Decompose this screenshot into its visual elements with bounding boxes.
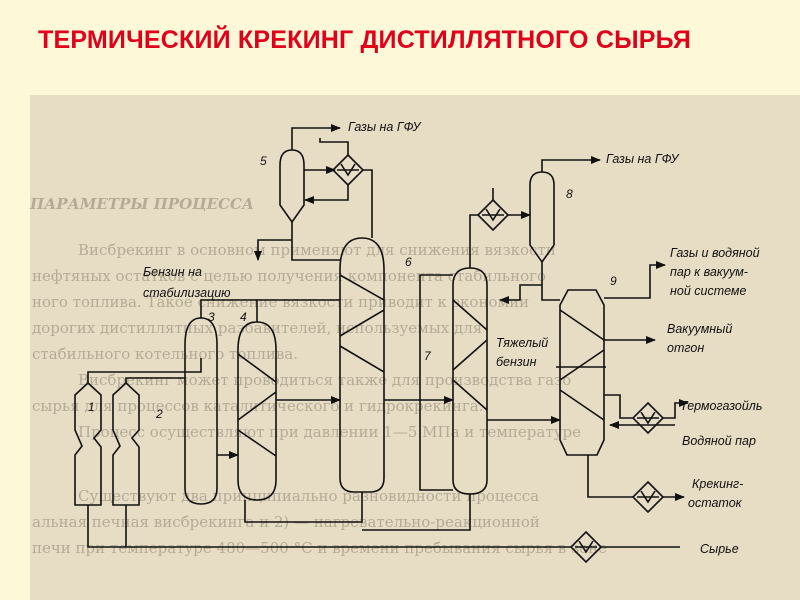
heat-exchanger-gasoil [631, 401, 665, 435]
ghost-text-line: стабильного котельного топлива. [32, 345, 299, 363]
unit-number-8: 8 [566, 187, 573, 201]
label-heavy-gasoline-line1: Тяжелый [496, 336, 548, 350]
unit-number-1: 1 [88, 400, 95, 414]
column-7 [452, 267, 488, 495]
ghost-text-line: нефтяных остатков с целью получения комп… [32, 267, 547, 285]
scanned-page-background: ПАРАМЕТРЫ ПРОЦЕССА Висбрекинг в основном… [30, 95, 800, 600]
unit-number-2: 2 [155, 407, 163, 421]
slide-title: ТЕРМИЧЕСКИЙ КРЕКИНГ ДИСТИЛЛЯТНОГО СЫРЬЯ [38, 26, 692, 54]
label-gases-top-right: Газы на ГФУ [606, 152, 680, 166]
column-4 [237, 321, 277, 501]
ghost-text-line: Существуют два принципиально разновиднос… [78, 487, 540, 505]
label-vac-distillate-line1: Вакуумный [667, 322, 732, 336]
label-gasoline-line1: Бензин на [143, 265, 202, 279]
unit-number-3: 3 [208, 310, 215, 324]
ghost-text-heading: ПАРАМЕТРЫ ПРОЦЕССА [30, 195, 255, 213]
label-steam: Водяной пар [682, 434, 756, 448]
ghost-text-line: дорогих дистиллятных разбавителей, испол… [32, 319, 483, 337]
label-vac-gases-line1: Газы и водяной [670, 246, 760, 260]
column-5 [279, 149, 305, 224]
label-gases-top-left: Газы на ГФУ [348, 120, 422, 134]
label-vac-gases-line2: пар к вакуум- [670, 265, 748, 279]
label-thermogasoil: Термогазойль [680, 399, 762, 413]
unit-number-5: 5 [260, 154, 267, 168]
ghost-text-line: Процесс осуществляют при давлении 1—5 МП… [78, 423, 581, 441]
heat-exchanger-feed [569, 530, 603, 564]
label-heavy-gasoline-line2: бензин [496, 355, 537, 369]
ghost-text-line: печи при температуре 480—500 °С и времен… [32, 539, 608, 557]
label-gasoline-line2: стабилизацию [143, 286, 231, 300]
unit-number-4: 4 [240, 310, 247, 324]
column-6 [339, 237, 385, 493]
label-residue-line2: остаток [688, 496, 743, 510]
ghost-text-line: Висбрекинг может проводиться также для п… [78, 371, 572, 389]
ghost-text-line: ного топлива. Такое снижение вязкости пр… [32, 293, 530, 311]
heat-exchanger-7 [476, 198, 510, 232]
furnace-2 [112, 381, 140, 506]
column-3 [184, 317, 218, 505]
heat-exchanger-residue [631, 480, 665, 514]
label-residue-line1: Крекинг- [692, 477, 743, 491]
label-feed: Сырье [700, 542, 739, 556]
heat-exchanger-5 [331, 153, 365, 187]
ghost-text-line: Висбрекинг в основном применяют для сниж… [78, 241, 556, 259]
label-vac-gases-line3: ной системе [670, 284, 747, 298]
unit-number-7: 7 [424, 349, 432, 363]
label-vac-distillate-line2: отгон [667, 341, 704, 355]
column-9-vacuum [559, 289, 605, 456]
unit-number-9: 9 [610, 274, 617, 288]
unit-number-6: 6 [405, 255, 412, 269]
column-8 [529, 171, 555, 264]
furnace-1 [74, 381, 102, 506]
